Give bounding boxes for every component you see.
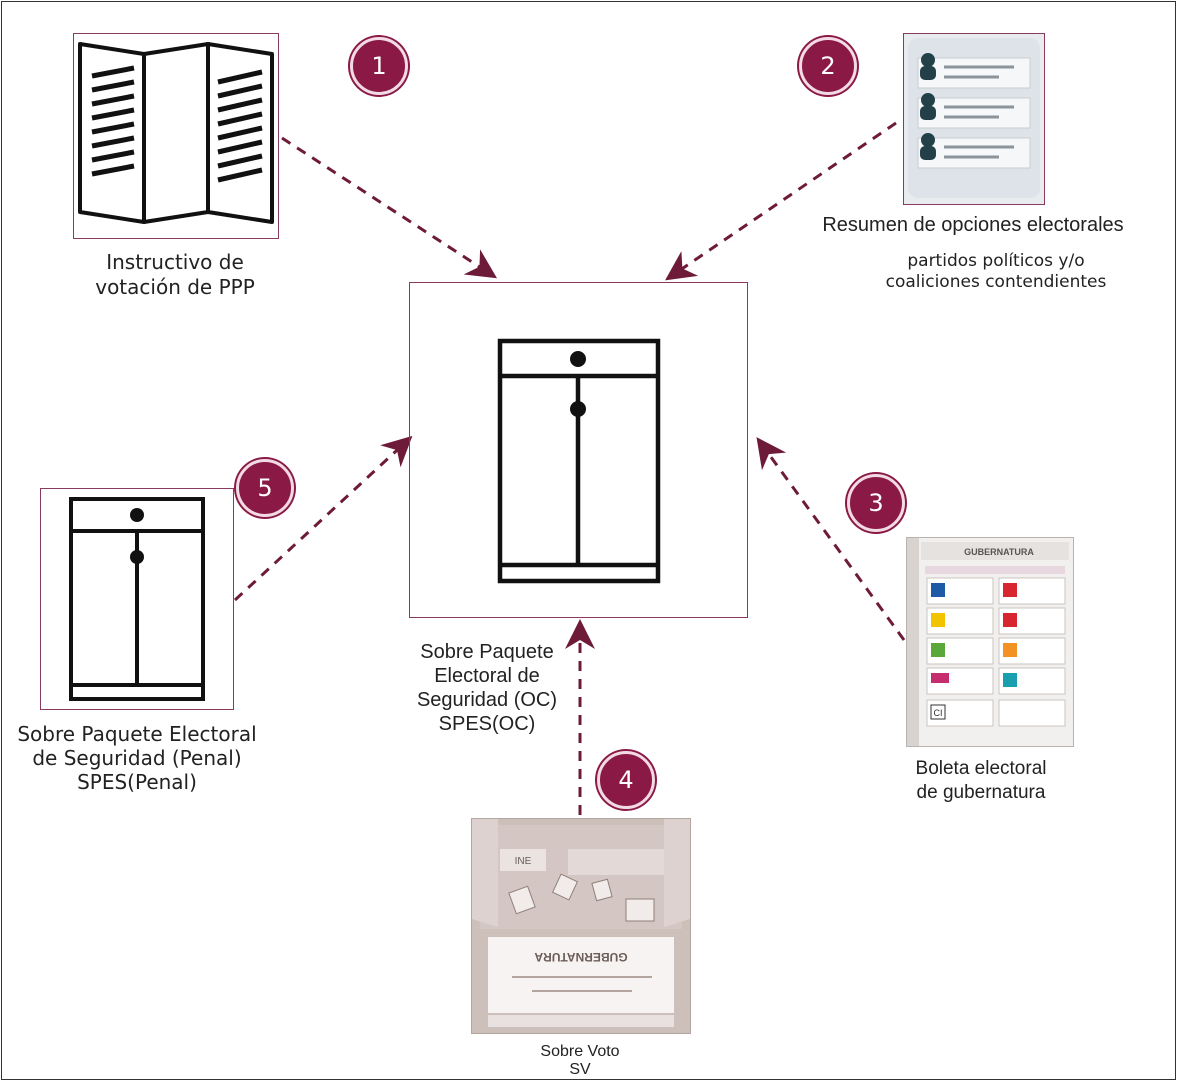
vote-envelope-icon: INE GUBERNATURA (472, 819, 690, 1027)
boleta-label-line1: Boleta electoral (915, 758, 1047, 779)
security-envelope-penal-icon (69, 497, 205, 701)
spes-oc-image (409, 282, 748, 618)
spes-penal-label-line2: de Seguridad (Penal) (32, 746, 242, 770)
resumen-sublabel: partidos políticos y/o coaliciones conte… (866, 251, 1126, 294)
spes-penal-label-line1: Sobre Paquete Electoral (17, 722, 257, 746)
folded-leaflet-icon (78, 42, 274, 224)
spes-penal-label-line3: SPES(Penal) (77, 770, 197, 794)
arrow-3-to-oc (756, 437, 906, 641)
sobre-voto-image: INE GUBERNATURA (471, 818, 691, 1034)
resumen-sublabel-line2: coaliciones contendientes (885, 272, 1107, 293)
resumen-image (903, 33, 1045, 205)
badge-5: 5 (236, 459, 294, 517)
spes-oc-label-line4: SPES(OC) (438, 713, 536, 735)
badge-1: 1 (350, 37, 408, 95)
spes-oc-label-line2: Electoral de (434, 665, 540, 687)
instructivo-label-line2: votación de PPP (95, 275, 255, 299)
boleta-image: GUBERNATURA CI (906, 537, 1074, 747)
spes-oc-label-line3: Seguridad (OC) (416, 689, 558, 711)
spes-penal-image (40, 488, 234, 710)
boleta-label-line2: de gubernatura (916, 781, 1046, 803)
sobre-voto-label: Sobre Voto SV (500, 1043, 660, 1078)
badge-4: 4 (597, 751, 655, 809)
resumen-sublabel-line1: partidos políticos y/o (907, 251, 1085, 271)
spes-oc-label-line1: Sobre Paquete (420, 641, 554, 663)
envelope-brand: INE (515, 856, 532, 867)
instructivo-label: Instructivo de votación de PPP (70, 250, 280, 300)
ballot-title: GUBERNATURA (964, 547, 1034, 557)
badge-2: 2 (799, 37, 857, 95)
spes-penal-label: Sobre Paquete Electoral de Seguridad (Pe… (4, 722, 270, 794)
ballot-ci-mark: CI (934, 708, 943, 718)
sobre-voto-label-line2: SV (569, 1060, 591, 1078)
arrow-5-to-oc (233, 435, 413, 602)
arrow-1-to-oc (281, 136, 498, 279)
candidate-list-icon (908, 38, 1040, 198)
ballot-icon: GUBERNATURA CI (907, 538, 1069, 746)
sobre-voto-label-line1: Sobre Voto (540, 1043, 620, 1060)
resumen-label: Resumen de opciones electorales (822, 214, 1124, 236)
badge-3: 3 (847, 474, 905, 532)
instructivo-label-line1: Instructivo de (106, 250, 244, 274)
instructivo-image (73, 33, 279, 239)
security-envelope-oc-icon (497, 338, 661, 584)
arrow-2-to-oc (665, 121, 897, 281)
boleta-label: Boleta electoral de gubernatura (896, 757, 1066, 805)
envelope-title: GUBERNATURA (534, 950, 627, 964)
spes-oc-label: Sobre Paquete Electoral de Seguridad (OC… (394, 640, 580, 736)
